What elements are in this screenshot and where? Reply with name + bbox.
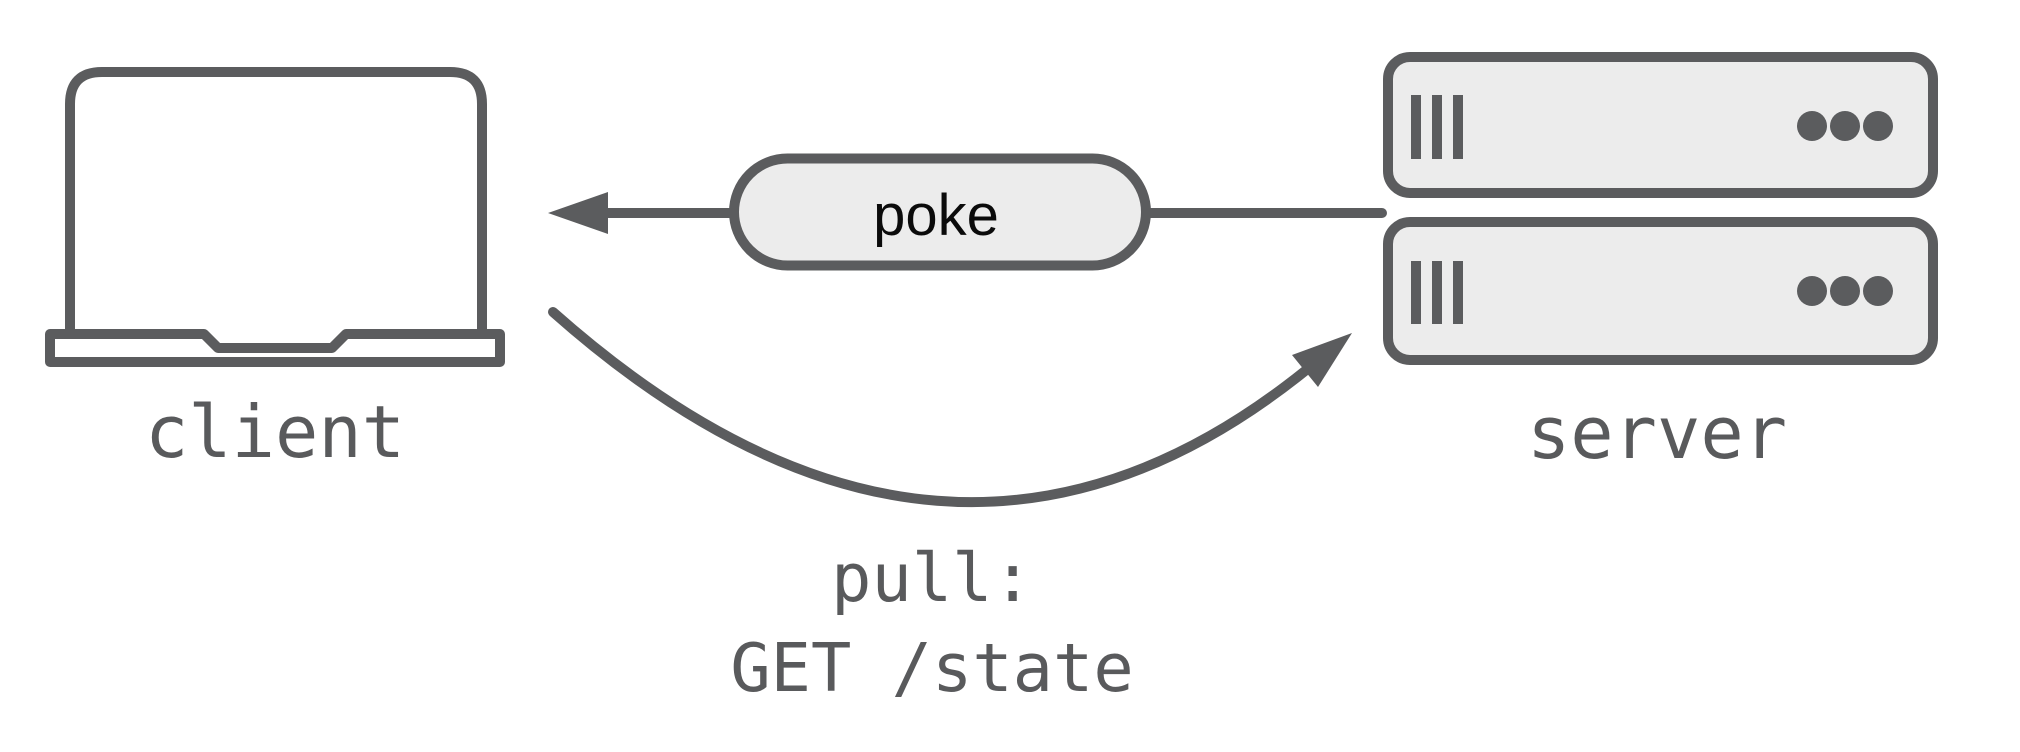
rack-led-dot — [1863, 111, 1893, 141]
server-node-label: server — [1527, 391, 1787, 475]
rack-led-dot — [1797, 276, 1827, 306]
rack-led-dot — [1830, 111, 1860, 141]
poke-arrowhead-icon — [548, 192, 608, 234]
server-rack-unit-top — [1383, 52, 1938, 198]
pull-arrow-curve — [548, 307, 1310, 508]
poke-edge-label: poke — [873, 183, 999, 248]
rack-unit-body — [1383, 52, 1938, 198]
pull-arrow — [548, 307, 1352, 508]
rack-unit-body — [1383, 217, 1938, 365]
rack-led-dot — [1830, 276, 1860, 306]
poke-message-pill — [729, 153, 1151, 271]
server-rack-unit-bottom — [1383, 217, 1938, 365]
rack-led-dot — [1797, 111, 1827, 141]
pull-arrowhead-icon — [1292, 333, 1352, 387]
pull-edge-label-line1: pull: — [831, 539, 1033, 617]
laptop-base — [45, 329, 505, 367]
server-rack-icon — [1383, 52, 1938, 365]
rack-led-dot — [1863, 276, 1893, 306]
pull-edge-label-line2: GET /state — [730, 629, 1133, 707]
pull-edge-label: pull: GET /state — [730, 539, 1133, 707]
laptop-screen — [65, 67, 487, 336]
laptop-icon — [45, 67, 505, 367]
client-node-label: client — [145, 390, 405, 474]
poke-arrow: poke — [548, 153, 1387, 271]
